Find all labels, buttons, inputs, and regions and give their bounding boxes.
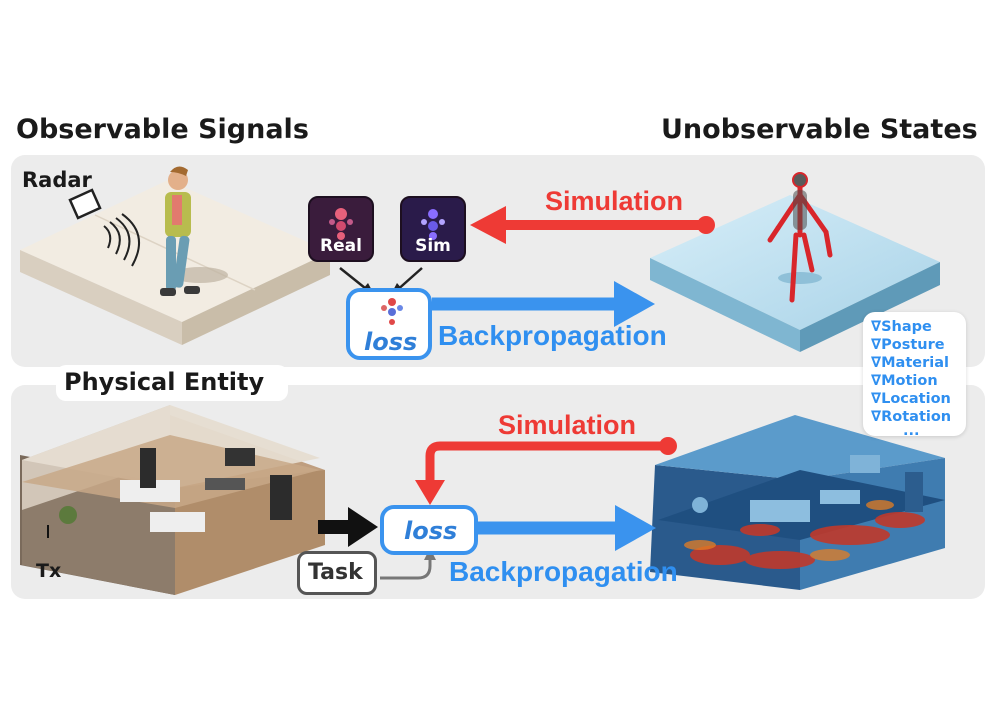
thumb-real-label: Real <box>320 236 362 256</box>
top-backprop-arrow <box>432 281 655 327</box>
gradient-item-posture: ∇Posture <box>871 337 945 353</box>
room-to-loss-arrow <box>318 507 378 547</box>
top-simulation-label: Simulation <box>545 186 684 216</box>
person-figure <box>160 166 200 296</box>
radar-label: Radar <box>22 168 92 192</box>
gradient-item-shape: ∇Shape <box>871 319 932 335</box>
bottom-simulation-label: Simulation <box>498 410 637 440</box>
bottom-simulation-arrow <box>415 437 677 505</box>
observable-signals-heading: Observable Signals <box>16 114 309 145</box>
task-label: Task <box>308 560 363 585</box>
bottom-loss-box: loss <box>380 505 478 555</box>
gradient-item-rotation: ∇Rotation <box>871 409 952 425</box>
gradient-list: ∇Shape ∇Posture ∇Material ∇Motion ∇Locat… <box>863 312 966 439</box>
simulated-room <box>650 415 945 590</box>
radar-scene <box>20 166 330 345</box>
indoor-room <box>20 405 325 595</box>
top-backprop-label: Backpropagation <box>438 320 667 351</box>
skeleton-scene <box>650 172 940 352</box>
gradient-item-material: ∇Material <box>871 355 949 371</box>
top-loss-label: loss <box>364 328 418 356</box>
bottom-backprop-arrow <box>478 505 656 551</box>
thumb-sim-label: Sim <box>415 236 451 256</box>
task-box: Task <box>297 551 377 595</box>
gradient-item-location: ∇Location <box>871 391 951 407</box>
real-signal-thumbnail: Real <box>308 196 374 262</box>
sim-signal-thumbnail: Sim <box>400 196 466 262</box>
gradient-item-motion: ∇Motion <box>871 373 938 389</box>
top-simulation-arrow <box>470 206 715 244</box>
physical-entity-heading: Physical Entity <box>64 368 265 396</box>
bottom-loss-label: loss <box>404 517 458 545</box>
gradient-item-more: ... <box>903 423 920 439</box>
bottom-backprop-label: Backpropagation <box>449 556 678 587</box>
unobservable-states-heading: Unobservable States <box>661 114 978 145</box>
physical-entity-tag <box>56 365 288 401</box>
top-loss-box: loss <box>346 288 432 360</box>
tx-label: Tx <box>36 560 62 582</box>
